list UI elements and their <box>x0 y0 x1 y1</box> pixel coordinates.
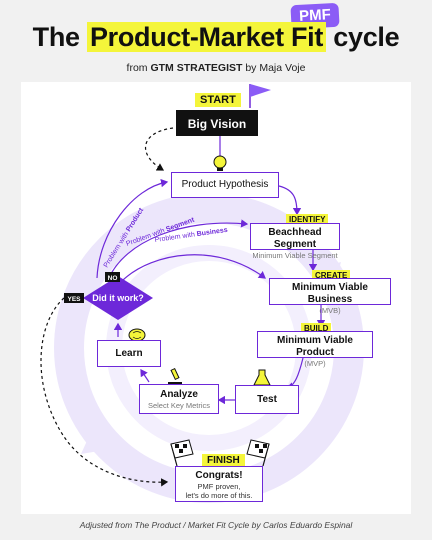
arrow-hypothesis-to-beachhead <box>278 185 302 216</box>
learn-box: Learn <box>97 340 161 367</box>
analyze-subtitle: Select Key Metrics <box>147 401 211 410</box>
product-hypothesis-box: Product Hypothesis <box>171 172 279 198</box>
arrow-analyze-to-learn <box>140 369 150 383</box>
microscope-icon <box>168 367 182 384</box>
byline-prefix: from <box>126 62 148 74</box>
byline-brand: GTM STRATEGIST <box>150 62 243 74</box>
arc-problem-business <box>122 254 266 281</box>
decision-text: Did it work? <box>92 293 144 303</box>
mvp-subtitle: (MVP) <box>304 359 326 368</box>
congrats-line2: let's do more of this. <box>185 491 253 500</box>
analyze-title: Analyze <box>160 389 198 400</box>
mvp-box: Minimum Viable Product (MVP) <box>257 331 373 368</box>
decision-diamond <box>83 276 153 320</box>
congrats-title: Congrats! <box>195 470 243 481</box>
product-hypothesis-label: Product Hypothesis <box>181 179 269 190</box>
test-box: Test <box>235 385 299 414</box>
footer-caption: Adjusted from The Product / Market Fit C… <box>79 520 353 530</box>
test-label: Test <box>257 394 277 405</box>
beachhead-subtitle: Minimum Viable Segment <box>252 251 338 260</box>
arc-problem-segment <box>108 219 249 279</box>
identify-tag: IDENTIFY <box>286 214 329 225</box>
start-tag: START <box>195 93 241 107</box>
beachhead-segment-box: Beachhead Segment Minimum Viable Segment <box>250 223 340 260</box>
big-vision-box: Big Vision <box>176 110 258 136</box>
mvb-box: Minimum Viable Business (MVB) <box>269 278 391 315</box>
diagram-panel: Problem with Product Problem with Segmen… <box>21 82 411 514</box>
checkered-flag-right-icon <box>246 439 270 467</box>
flask-icon <box>253 369 271 386</box>
mvp-title: Minimum Viable Product <box>277 335 353 358</box>
byline: from GTM STRATEGIST by Maja Voje <box>0 62 432 74</box>
mvb-subtitle: (MVB) <box>319 306 341 315</box>
congrats-line1: PMF proven, <box>197 482 241 491</box>
byline-suffix: by Maja Voje <box>245 62 306 74</box>
entry-dashed-arrow <box>145 127 174 171</box>
mvb-title: Minimum Viable Business <box>292 282 368 305</box>
title-suffix: cycle <box>333 22 400 52</box>
congrats-box: Congrats! PMF proven, let's do more of t… <box>175 466 263 502</box>
analyze-box: Analyze Select Key Metrics <box>139 384 219 414</box>
title-highlight: Product-Market Fit <box>86 22 327 52</box>
checkered-flag-left-icon <box>170 439 194 467</box>
no-label-bg <box>105 272 120 282</box>
beachhead-title: Beachhead Segment <box>268 227 322 250</box>
no-label: NO <box>108 275 118 282</box>
yes-label: YES <box>67 296 81 303</box>
brain-icon <box>128 328 146 342</box>
lightbulb-icon <box>213 155 227 171</box>
yes-label-bg <box>64 293 84 303</box>
title-prefix: The <box>32 22 80 52</box>
create-tag: CREATE <box>312 270 351 281</box>
build-tag: BUILD <box>301 323 332 334</box>
arc-problem-product <box>96 178 169 279</box>
page-title: The Product-Market Fit cycle <box>0 22 432 53</box>
learn-label: Learn <box>115 348 143 359</box>
finish-tag: FINISH <box>202 454 245 467</box>
start-flag-icon <box>249 84 271 108</box>
yes-dashed-arrow <box>40 297 169 487</box>
